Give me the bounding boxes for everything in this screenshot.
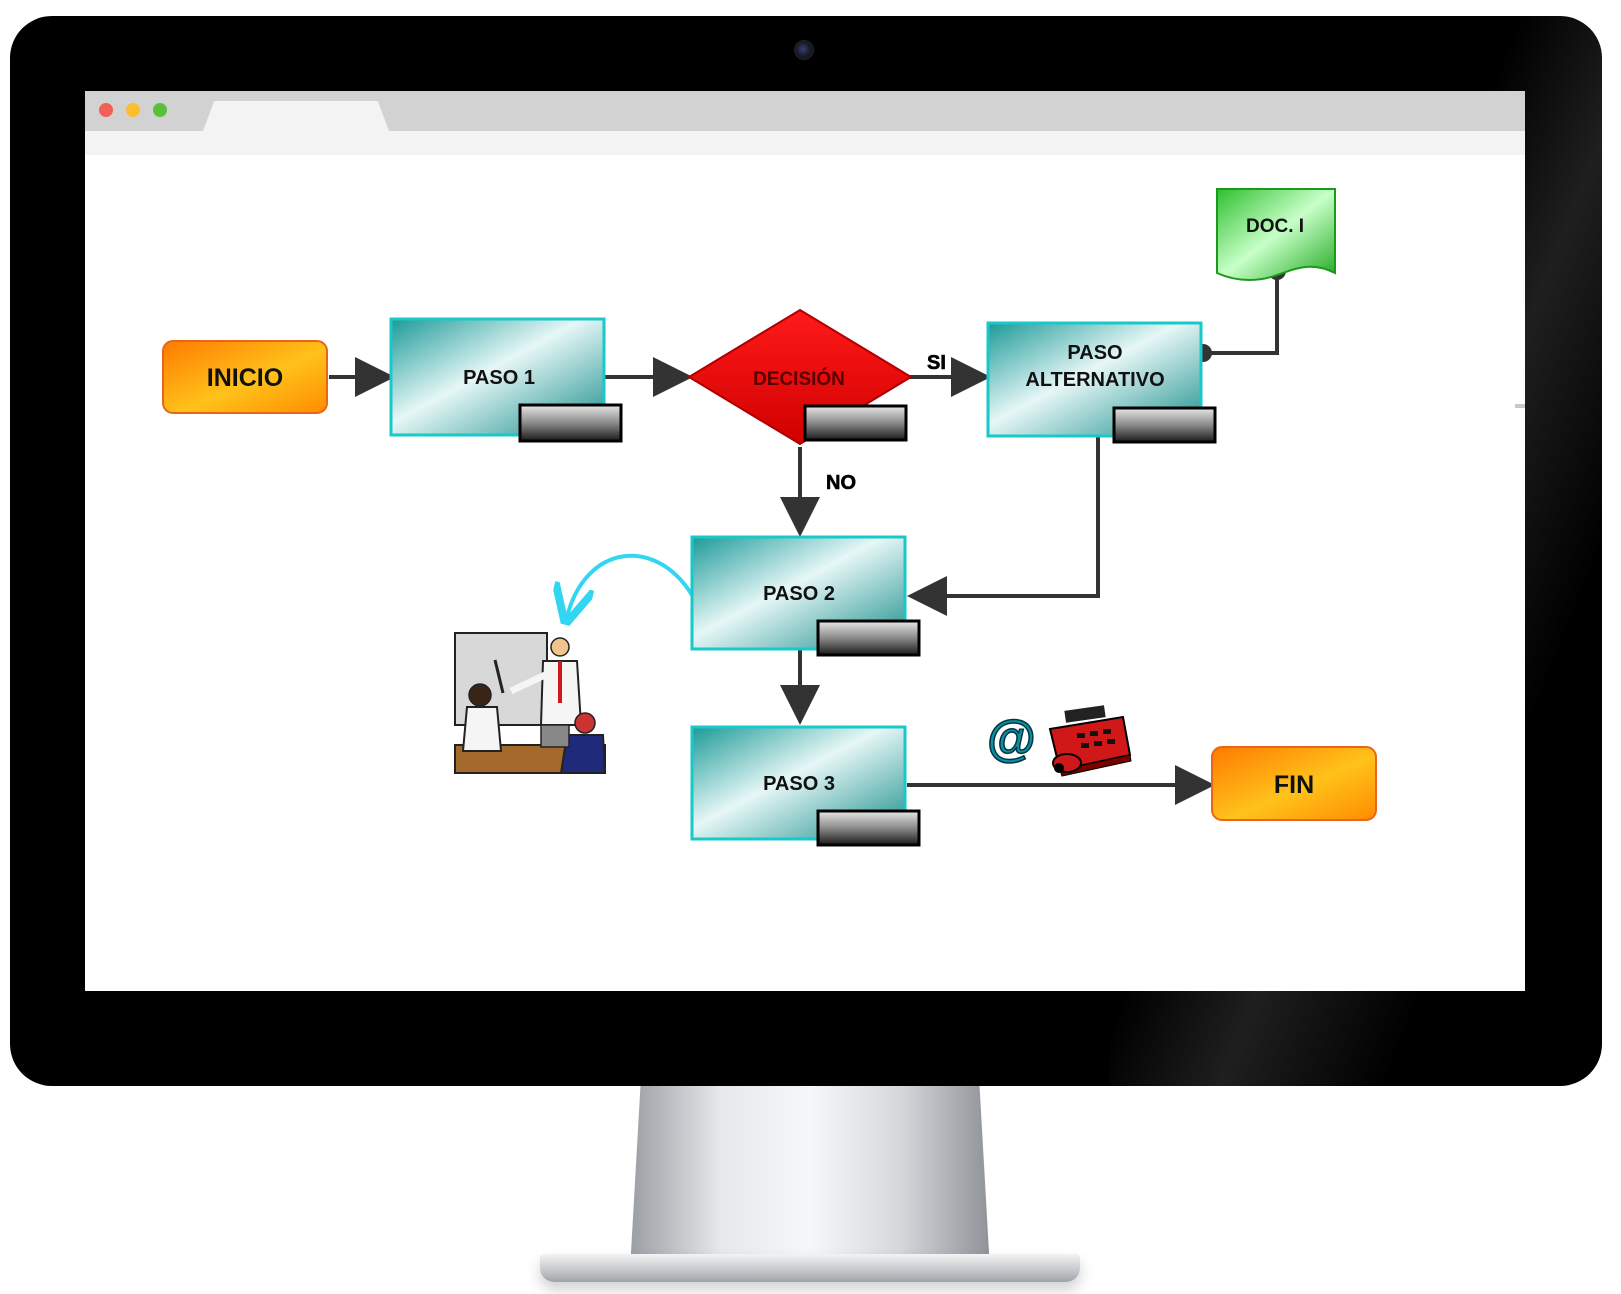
fax-machine-icon [1048,705,1132,777]
minimize-window-button[interactable] [126,103,140,117]
connector-alternativo-paso2 [907,435,1100,616]
paso1-label: PASO 1 [463,367,535,389]
no-label: NO [826,472,856,494]
monitor-stand-base [540,1254,1080,1282]
scrollbar-indicator[interactable] [1515,404,1525,408]
loop-arrow [567,553,694,617]
end-terminal[interactable] [1211,746,1377,821]
fin-label: FIN [1274,771,1314,799]
start-terminal[interactable] [162,340,328,414]
paso1-tab [518,403,623,443]
connector-alternativo-document [1205,273,1279,355]
paso3-tab [816,809,921,847]
paso2-label: PASO 2 [763,583,835,605]
monitor-stand [630,1080,990,1270]
close-window-button[interactable] [99,103,113,117]
decision-label: DECISIÓN [753,368,845,390]
document-label: DOC. I [1246,216,1304,237]
paso-alternativo-label-line1: PASO [1067,342,1122,364]
flowchart-canvas: INICIO PASO 1 DECISIÓN SI NO PASO ALTERN… [162,188,1377,847]
page-footer-area [85,926,1525,991]
inicio-label: INICIO [207,364,283,392]
decision-tab [803,404,908,442]
browser-toolbar [85,131,1525,155]
maximize-window-button[interactable] [153,103,167,117]
paso-alternativo-tab [1112,406,1217,444]
webcam-icon [794,40,814,60]
paso-alternativo-label-line2: ALTERNATIVO [1025,369,1164,391]
browser-tab[interactable] [203,101,389,131]
flowchart-diagram: INICIO PASO 1 DECISIÓN SI NO PASO ALTERN… [115,155,1525,926]
paso3-label: PASO 3 [763,773,835,795]
si-label: SI [927,352,946,374]
monitor-screen: INICIO PASO 1 DECISIÓN SI NO PASO ALTERN… [85,91,1525,991]
paso2-tab [816,619,921,657]
at-sign-icon: @ [987,710,1036,766]
browser-titlebar [85,91,1525,131]
document-shape[interactable] [1216,188,1336,281]
meeting-presentation-clipart [454,632,607,774]
